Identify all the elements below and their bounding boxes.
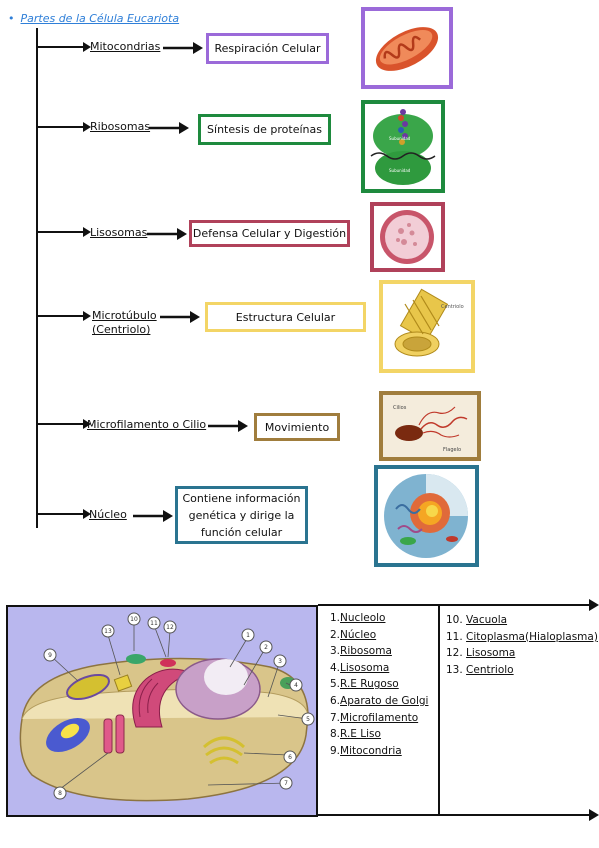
- tree-trunk: [36, 28, 38, 528]
- arrow-icon: [163, 42, 203, 54]
- callout-number: 2: [264, 644, 268, 651]
- label-microfilamento: Microfilamento o Cilio: [87, 418, 207, 431]
- cell-diagram-frame: 1 2 3 4 5 6 7 8 9 10 11 12 13: [6, 605, 318, 817]
- callout-number: 12: [166, 624, 174, 631]
- legend-item: 13. Centriolo: [446, 663, 514, 676]
- ribosome-caption: Subunidad: [389, 136, 411, 141]
- arrow-icon: [133, 510, 173, 522]
- callout-number: 6: [288, 754, 292, 761]
- function-box-ribosomas: Síntesis de proteínas: [198, 114, 331, 145]
- function-box-mitocondrias: Respiración Celular: [206, 33, 329, 64]
- legend-table-lines: [318, 599, 599, 821]
- branch-arrow: [37, 311, 91, 321]
- arrow-icon: [149, 122, 189, 134]
- function-box-nucleo: Contiene información genética y dirige l…: [175, 486, 308, 544]
- mitochondria-image: [361, 7, 453, 89]
- branch-arrow: [37, 42, 91, 52]
- callout-number: 8: [58, 790, 62, 797]
- label-ribosomas: Ribosomas: [90, 120, 151, 133]
- callout-number: 10: [130, 616, 138, 623]
- legend-item: 2.Núcleo: [330, 628, 377, 641]
- centriole-image: Centriolo: [379, 280, 475, 373]
- legend-item: 5.R.E Rugoso: [330, 678, 399, 691]
- callout-number: 7: [284, 780, 288, 787]
- arrow-icon: [208, 420, 248, 432]
- nucleus-image: [374, 465, 479, 567]
- function-box-microtubulo: Estructura Celular: [205, 302, 366, 332]
- callout-number: 4: [294, 682, 298, 689]
- callout-number: 5: [306, 716, 310, 723]
- arrow-icon: [160, 311, 200, 323]
- legend-item: 3.Ribosoma: [330, 645, 392, 658]
- function-box-lisosomas: Defensa Celular y Digestión: [189, 220, 350, 247]
- legend-column-2: 10. Vacuola 11. Citoplasma(Hialoplasma) …: [446, 612, 598, 678]
- page-title: •Partes de la Célula Eucariota: [8, 12, 180, 25]
- legend-item: 12. Lisosoma: [446, 647, 516, 660]
- callout-number: 3: [278, 658, 282, 665]
- centriole-caption: Centriolo: [441, 304, 464, 310]
- legend-item: 4.Lisosoma: [330, 661, 390, 674]
- flagellum-image: Cilios Flagelo: [379, 391, 481, 461]
- label-nucleo: Núcleo: [89, 508, 127, 521]
- legend-item: 9.Mitocondria: [330, 744, 402, 757]
- callout-number: 11: [150, 620, 158, 627]
- flagellum-caption: Flagelo: [443, 447, 461, 453]
- legend-item: 8.R.E Liso: [330, 728, 381, 741]
- legend-item: 7.Microfilamento: [330, 711, 419, 724]
- flagellum-caption: Cilios: [393, 405, 407, 411]
- callout-number: 9: [48, 652, 52, 659]
- callout-number: 1: [246, 632, 250, 639]
- arrow-icon: [147, 228, 187, 240]
- lysosome-image: [370, 202, 445, 272]
- legend-item: 11. Citoplasma(Hialoplasma): [446, 630, 598, 643]
- label-microtubulo: Microtúbulo (Centriolo): [92, 309, 157, 336]
- legend-item: 10. Vacuola: [446, 614, 508, 626]
- label-mitocondrias: Mitocondrias: [90, 40, 161, 53]
- ribosome-caption: Subunidad: [389, 168, 411, 173]
- branch-arrow: [37, 122, 91, 132]
- label-lisosomas: Lisosomas: [90, 226, 148, 239]
- branch-arrow: [37, 419, 91, 429]
- function-box-microfilamento: Movimiento: [254, 413, 340, 441]
- branch-arrow: [37, 227, 91, 237]
- legend-item: 1.Nucleolo: [330, 612, 386, 624]
- ribosome-image: Subunidad Subunidad: [361, 100, 445, 193]
- legend-column-1: 1.Nucleolo 2.Núcleo 3.Ribosoma 4.Lisosom…: [330, 610, 428, 759]
- legend-item: 6.Aparato de Golgi: [330, 694, 429, 707]
- callout-number: 13: [104, 628, 112, 635]
- branch-arrow: [37, 509, 91, 519]
